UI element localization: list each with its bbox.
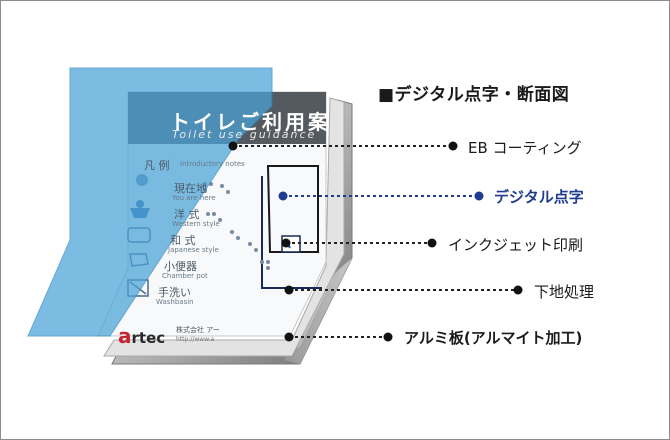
company-name: 株式会社 アー bbox=[176, 326, 220, 334]
label-digital-braille: デジタル点字 bbox=[494, 188, 584, 206]
legend-item-en: Japanese style bbox=[168, 246, 219, 254]
company-url: http://www.a bbox=[176, 336, 215, 343]
label-eb-coating: EB コーティング bbox=[468, 139, 582, 157]
label-aluminum-plate: アルミ板(アルマイト加工) bbox=[404, 329, 583, 347]
inkjet-print-lines bbox=[266, 165, 319, 253]
legend-item-en: Western style bbox=[172, 220, 220, 228]
eb-coating-layer bbox=[27, 67, 273, 337]
legend-item-label: 現在地 bbox=[174, 182, 207, 195]
legend-item-en: Washbasin bbox=[156, 298, 194, 306]
artec-logo: artec bbox=[118, 324, 166, 348]
legend-heading: 凡 例 bbox=[144, 159, 170, 172]
legend-item-en: You are here bbox=[172, 194, 216, 202]
legend-item-label: 和 式 bbox=[170, 234, 196, 247]
diagram-title: ■デジタル点字・断面図 bbox=[378, 85, 570, 105]
leader-lines bbox=[233, 145, 518, 338]
legend-item-en: Chamber pot bbox=[162, 272, 208, 280]
legend-item-label: 小便器 bbox=[164, 260, 197, 273]
label-base-treatment: 下地処理 bbox=[534, 283, 595, 301]
label-inkjet-print: インクジェット印刷 bbox=[448, 236, 584, 254]
legend-item-label: 手洗い bbox=[158, 286, 191, 299]
sign-title: トイレご利用案 bbox=[170, 110, 331, 134]
leader-dots bbox=[228, 141, 523, 342]
legend-heading-en: Introductory notes bbox=[180, 160, 245, 168]
sign-subtitle: Toilet use guidance bbox=[172, 128, 317, 141]
legend-item-label: 洋 式 bbox=[174, 208, 200, 221]
